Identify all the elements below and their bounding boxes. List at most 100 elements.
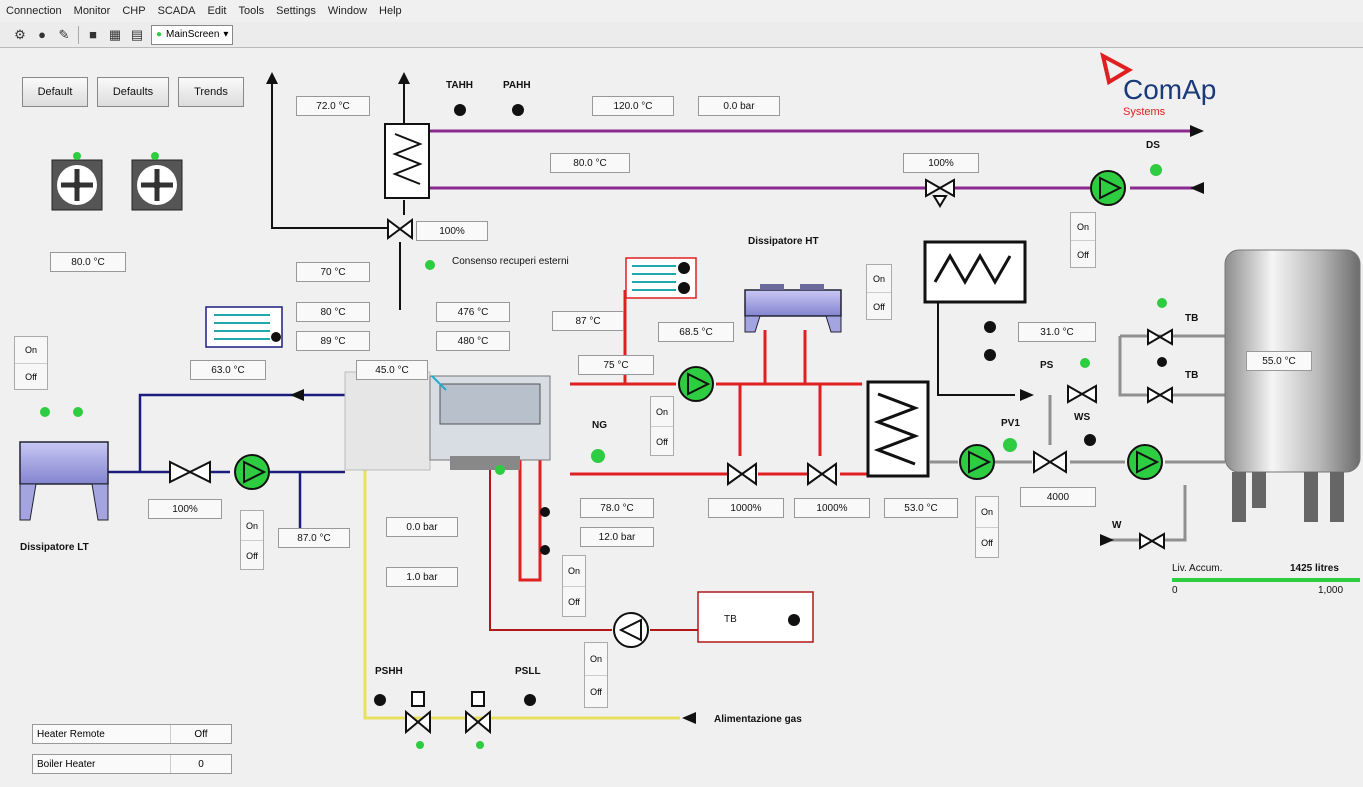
value-box[interactable]: 1000% <box>708 498 784 518</box>
on-label: On <box>585 643 607 676</box>
ps-label: PS <box>1040 360 1054 371</box>
defaults-button[interactable]: Defaults <box>97 77 169 107</box>
value-box[interactable]: 100% <box>148 499 222 519</box>
connect-icon[interactable]: ⚙ <box>14 26 26 42</box>
value-box[interactable]: 87.0 °C <box>278 528 350 548</box>
value-box[interactable]: 120.0 °C <box>592 96 674 116</box>
heater-remote-field[interactable]: Heater Remote Off <box>32 724 232 744</box>
status-led-icon <box>1003 438 1017 452</box>
value-box[interactable]: 72.0 °C <box>296 96 370 116</box>
sensor-icon <box>1084 434 1096 446</box>
valve-icon <box>1033 450 1067 474</box>
status-led-icon <box>40 407 50 417</box>
status-indicators <box>40 152 1167 749</box>
value-box[interactable]: 4000 <box>1020 487 1096 507</box>
sensor-icon <box>984 321 996 333</box>
arrow-right-icon <box>1190 125 1204 137</box>
status-led-icon <box>425 260 435 270</box>
valve-icon <box>807 462 837 486</box>
heat-exchanger-right <box>923 240 1027 304</box>
value-box[interactable]: 100% <box>416 221 488 241</box>
exhaust-label: TB <box>724 614 737 625</box>
valves <box>169 178 1173 735</box>
flow-arrows <box>266 72 1204 724</box>
valve-icon <box>387 218 413 240</box>
pen-icon[interactable]: ✎ <box>58 26 70 42</box>
window-icon[interactable]: ▤ <box>130 26 144 42</box>
menu-scada[interactable]: SCADA <box>157 5 196 17</box>
status-led-icon <box>495 465 505 475</box>
sensor-icon <box>374 694 386 706</box>
logo-name: ComAp <box>1123 74 1217 105</box>
menu-tools[interactable]: Tools <box>238 5 265 17</box>
value-box[interactable]: 75 °C <box>578 355 654 375</box>
menu-edit[interactable]: Edit <box>207 5 227 17</box>
value-box[interactable]: 80 °C <box>296 302 370 322</box>
value-box[interactable]: 45.0 °C <box>356 360 428 380</box>
field-value: Off <box>170 725 231 743</box>
exhaust-pipes <box>489 460 700 631</box>
tank-max-label: 1,000 <box>1318 585 1344 596</box>
on-label: On <box>651 397 673 427</box>
off-label: Off <box>590 687 602 697</box>
value-box[interactable]: 0.0 bar <box>386 517 458 537</box>
valve-icon <box>1067 384 1097 404</box>
tank-volume-label: 1425 litres <box>1290 563 1339 574</box>
arrow-right-icon <box>1100 534 1114 546</box>
valve-icon <box>405 691 431 735</box>
value-box[interactable]: 476 °C <box>436 302 510 322</box>
menu-bar: Connection Monitor CHP SCADA Edit Tools … <box>0 0 1363 22</box>
value-box[interactable]: 1000% <box>794 498 870 518</box>
menu-window[interactable]: Window <box>327 5 368 17</box>
value-box[interactable]: 80.0 °C <box>50 252 126 272</box>
trends-button[interactable]: Trends <box>178 77 244 107</box>
default-button[interactable]: Default <box>22 77 88 107</box>
menu-settings[interactable]: Settings <box>276 5 316 17</box>
value-box[interactable]: 63.0 °C <box>190 360 266 380</box>
menu-monitor[interactable]: Monitor <box>73 5 111 17</box>
layer-dropdown[interactable]: ● MainScreen ▾ <box>151 24 234 45</box>
value-box[interactable]: 53.0 °C <box>884 498 958 518</box>
value-box[interactable]: 480 °C <box>436 331 510 351</box>
value-box[interactable]: 89 °C <box>296 331 370 351</box>
off-label: Off <box>568 597 580 607</box>
value-box[interactable]: 78.0 °C <box>580 498 654 518</box>
on-label: On <box>563 556 585 587</box>
arrow-left-icon <box>682 712 696 724</box>
menu-help[interactable]: Help <box>379 5 402 17</box>
comap-logo: ComAp Systems <box>1095 52 1216 118</box>
consenso-label: Consenso recuperi esterni <box>452 256 569 267</box>
value-box[interactable]: 100% <box>903 153 979 173</box>
process-diagram <box>19 72 1361 749</box>
valve-icon <box>1147 328 1173 346</box>
tank-value-box[interactable]: 55.0 °C <box>1246 351 1312 371</box>
value-box[interactable]: 80.0 °C <box>550 153 630 173</box>
menu-connection[interactable]: Connection <box>6 5 62 17</box>
heat-exchanger-middle <box>866 380 930 478</box>
value-box[interactable]: 68.5 °C <box>658 322 734 342</box>
on-label: On <box>976 497 998 528</box>
on-label: On <box>867 265 891 293</box>
value-box[interactable]: 1.0 bar <box>386 567 458 587</box>
disconnect-icon[interactable]: ● <box>38 27 46 42</box>
value-box[interactable]: 87 °C <box>552 311 624 331</box>
gray-pipes <box>930 334 1225 542</box>
ng-label: NG <box>592 420 607 431</box>
value-box[interactable]: 31.0 °C <box>1018 322 1096 342</box>
boiler-heater-field[interactable]: Boiler Heater 0 <box>32 754 232 774</box>
value-box[interactable]: 12.0 bar <box>580 527 654 547</box>
value-box[interactable]: 0.0 bar <box>698 96 780 116</box>
on-label: On <box>15 337 47 364</box>
grid-icon[interactable]: ▦ <box>108 26 122 42</box>
menu-chp[interactable]: CHP <box>122 5 146 17</box>
value-box[interactable]: 70 °C <box>296 262 370 282</box>
save-icon[interactable]: ■ <box>89 27 97 42</box>
